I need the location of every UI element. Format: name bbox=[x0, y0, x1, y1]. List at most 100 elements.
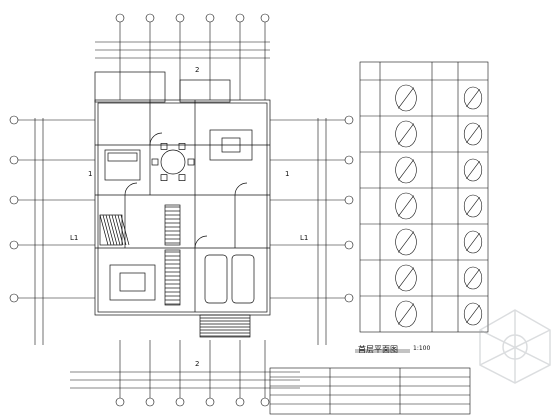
schedule-symbol-stroke bbox=[466, 269, 480, 287]
dining-table bbox=[160, 149, 186, 175]
schedule-symbol-stroke bbox=[466, 197, 480, 215]
floor-plan bbox=[94, 71, 271, 338]
axis-bubble bbox=[260, 397, 270, 407]
schedule-symbol-stroke bbox=[397, 123, 415, 145]
schedule-symbol-stroke bbox=[466, 125, 480, 143]
hatch-line bbox=[117, 214, 127, 246]
sofa-set bbox=[209, 129, 253, 161]
schedule-symbol bbox=[463, 302, 483, 326]
room-label: L1 bbox=[300, 234, 308, 242]
upper-wall-block bbox=[94, 71, 166, 103]
legend-box bbox=[269, 367, 471, 415]
bed-pillow bbox=[107, 152, 138, 162]
schedule-symbol bbox=[395, 156, 417, 184]
bed bbox=[104, 149, 141, 181]
living-sofa bbox=[109, 264, 156, 301]
axis-bubble bbox=[260, 13, 270, 23]
schedule-symbol bbox=[395, 228, 417, 256]
schedule-symbol bbox=[395, 192, 417, 220]
axis-bubble bbox=[9, 240, 19, 250]
axis-bubble bbox=[205, 397, 215, 407]
hatch-line bbox=[99, 214, 109, 246]
axis-bubble bbox=[145, 397, 155, 407]
axis-bubble bbox=[145, 13, 155, 23]
door-swing bbox=[194, 235, 208, 249]
door-window-schedule bbox=[269, 61, 489, 415]
axis-bubble bbox=[205, 13, 215, 23]
dining-chair bbox=[178, 174, 186, 181]
axis-bubble bbox=[235, 13, 245, 23]
axis-bubble bbox=[344, 195, 354, 205]
entry-steps bbox=[199, 314, 251, 338]
schedule-frame bbox=[359, 61, 489, 333]
hatch-line bbox=[105, 214, 115, 246]
schedule-symbol bbox=[395, 264, 417, 292]
axis-bubble bbox=[344, 240, 354, 250]
room-label: 1 bbox=[88, 170, 92, 178]
axis-bubble bbox=[9, 115, 19, 125]
plan-scale: 1:100 bbox=[413, 345, 431, 352]
hatch-line bbox=[111, 214, 121, 246]
schedule-symbol bbox=[463, 266, 483, 290]
axis-bubble bbox=[235, 397, 245, 407]
plan-room-labels: L1 L1 2 2 1 1 bbox=[70, 66, 308, 368]
schedule-symbol bbox=[463, 230, 483, 254]
schedule-symbol-stroke bbox=[466, 89, 480, 107]
plan-title: 首层平面图 bbox=[358, 345, 398, 354]
axis-bubble bbox=[9, 195, 19, 205]
axis-bubble bbox=[9, 155, 19, 165]
axis-bubble bbox=[344, 293, 354, 303]
axis-bubble bbox=[344, 155, 354, 165]
axis-bubble bbox=[175, 397, 185, 407]
hatch-line bbox=[120, 214, 130, 246]
room-label: 2 bbox=[195, 66, 199, 74]
door-swing bbox=[149, 132, 163, 146]
hatch-line bbox=[102, 214, 112, 246]
axis-bubble bbox=[344, 115, 354, 125]
stair bbox=[164, 249, 181, 306]
schedule-symbol-stroke bbox=[397, 267, 415, 289]
schedule-symbol-stroke bbox=[397, 231, 415, 253]
room-label: 2 bbox=[195, 360, 199, 368]
interior-wall-line bbox=[97, 102, 268, 313]
exterior-wall bbox=[94, 99, 271, 316]
watermark-logo bbox=[479, 309, 551, 384]
hatch-line bbox=[108, 214, 118, 246]
axis-grid bbox=[9, 13, 354, 407]
car bbox=[231, 254, 255, 304]
axis-bubble bbox=[115, 397, 125, 407]
stair bbox=[164, 204, 181, 246]
schedule-symbol bbox=[395, 300, 417, 328]
schedule-symbol-stroke bbox=[397, 195, 415, 217]
dining-chair bbox=[151, 158, 159, 166]
schedule-symbol bbox=[463, 122, 483, 146]
dining-chair bbox=[178, 143, 186, 150]
schedule-symbol-stroke bbox=[466, 233, 480, 251]
schedule-symbol bbox=[395, 120, 417, 148]
upper-wall-block bbox=[179, 79, 231, 103]
coffee-table bbox=[221, 137, 241, 153]
dining-chair bbox=[160, 143, 168, 150]
axis-bubble bbox=[9, 293, 19, 303]
schedule-symbol-stroke bbox=[397, 303, 415, 325]
schedule-symbol bbox=[463, 158, 483, 182]
door-swing bbox=[234, 182, 248, 196]
schedule-symbol bbox=[463, 194, 483, 218]
room-label: L1 bbox=[70, 234, 78, 242]
door-swing bbox=[124, 182, 138, 196]
schedule-symbol-stroke bbox=[466, 161, 480, 179]
hatch-line bbox=[114, 214, 124, 246]
dining-chair bbox=[160, 174, 168, 181]
schedule-symbol bbox=[463, 86, 483, 110]
axis-bubble bbox=[115, 13, 125, 23]
axis-bubble bbox=[175, 13, 185, 23]
schedule-symbol-stroke bbox=[466, 305, 480, 323]
living-rug bbox=[119, 272, 146, 292]
schedule-symbol-stroke bbox=[397, 87, 415, 109]
car bbox=[204, 254, 228, 304]
schedule-symbol bbox=[395, 84, 417, 112]
schedule-symbol-stroke bbox=[397, 159, 415, 181]
dining-chair bbox=[187, 158, 195, 166]
room-label: 1 bbox=[285, 170, 289, 178]
